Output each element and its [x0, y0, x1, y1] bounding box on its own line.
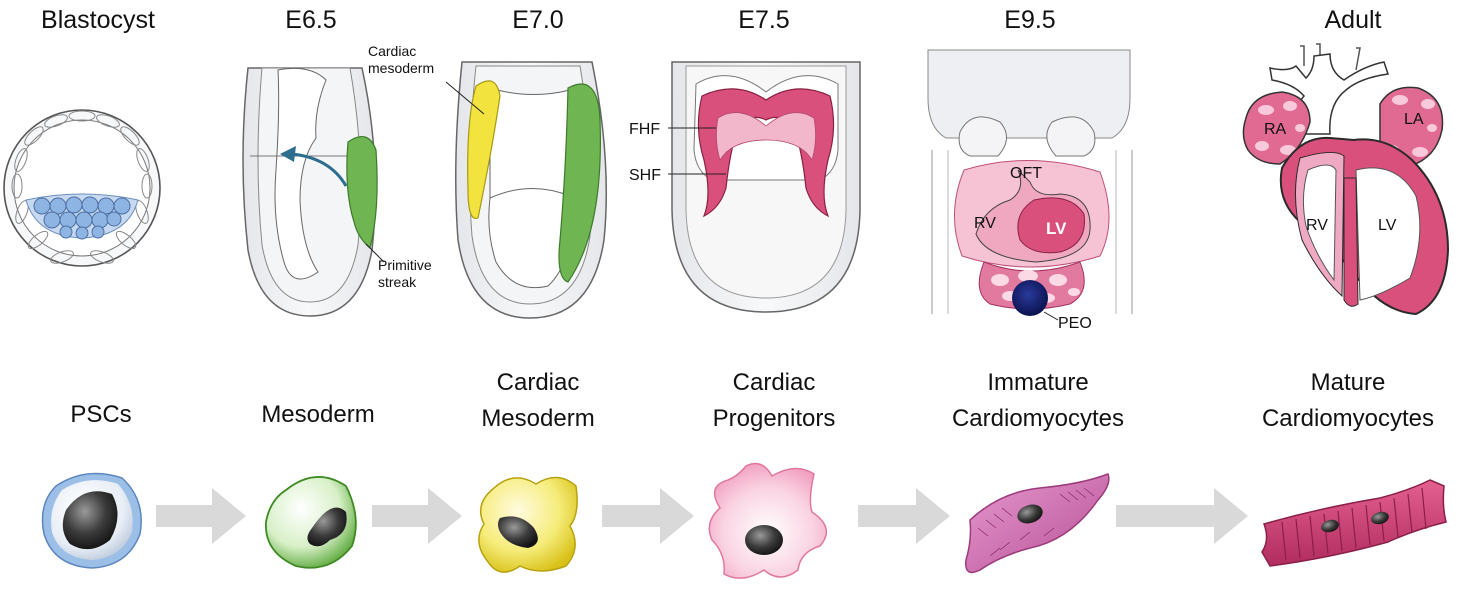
cell-immature-cardiomyocyte	[965, 473, 1110, 574]
label-primitive-streak-2: streak	[378, 274, 417, 290]
cell-title-mature-1: Mature	[1311, 369, 1386, 396]
cell-title-pscs: PSCs	[70, 401, 131, 428]
arrow-immature-to-mature	[1116, 488, 1248, 544]
arrow-pscs-to-mesoderm	[156, 488, 246, 544]
arrow-cardiac-mesoderm-to-progenitors	[602, 488, 694, 544]
cell-title-cardiac-mesoderm-2: Mesoderm	[481, 405, 594, 432]
label-lv-adult: LV	[1378, 217, 1397, 234]
e70-illustration: Cardiac mesoderm	[368, 43, 608, 319]
label-ra: RA	[1264, 121, 1287, 138]
label-cardiac-mesoderm-2: mesoderm	[368, 60, 434, 76]
stage-title-blastocyst: Blastocyst	[41, 6, 155, 34]
cell-title-mature-2: Cardiomyocytes	[1262, 405, 1434, 432]
cell-title-cardiac-progenitors-2: Progenitors	[713, 405, 836, 432]
cell-cardiac-progenitors	[708, 462, 828, 579]
label-cardiac-mesoderm-1: Cardiac	[368, 43, 416, 59]
label-rv-adult: RV	[1306, 217, 1328, 234]
arrows-group	[156, 488, 1248, 544]
label-fhf: FHF	[629, 121, 660, 138]
cell-title-immature-1: Immature	[987, 369, 1088, 396]
cell-title-mesoderm: Mesoderm	[261, 401, 374, 428]
stage-title-e75: E7.5	[738, 6, 789, 34]
adult-heart-illustration: RA LA RV LV	[1242, 43, 1450, 316]
cell-title-immature-2: Cardiomyocytes	[952, 405, 1124, 432]
stage-title-e95: E9.5	[1004, 6, 1055, 34]
e65-illustration: Primitive streak	[242, 67, 432, 317]
blastocyst-illustration	[3, 109, 161, 267]
label-shf: SHF	[629, 167, 661, 184]
label-peo: PEO	[1058, 315, 1092, 332]
e95-illustration: OFT RV LV PEO	[922, 49, 1138, 332]
cell-title-cardiac-mesoderm-1: Cardiac	[497, 369, 580, 396]
cell-mesoderm	[265, 476, 357, 569]
label-rv-e95: RV	[974, 215, 996, 232]
stage-title-adult: Adult	[1325, 6, 1382, 34]
e75-illustration: FHF SHF	[629, 61, 861, 313]
label-la: LA	[1404, 111, 1424, 128]
cell-mature-cardiomyocyte	[1261, 479, 1447, 567]
arrow-progenitors-to-immature	[858, 488, 950, 544]
cell-cardiac-mesoderm	[478, 476, 578, 573]
label-lv-e95: LV	[1046, 219, 1067, 238]
cell-pscs	[41, 472, 142, 569]
arrow-mesoderm-to-cardiac-mesoderm	[372, 488, 462, 544]
stage-title-e70: E7.0	[512, 6, 563, 34]
label-oft: OFT	[1010, 165, 1042, 182]
stage-title-e65: E6.5	[285, 6, 336, 34]
label-primitive-streak-1: Primitive	[378, 257, 432, 273]
cell-title-cardiac-progenitors-1: Cardiac	[733, 369, 816, 396]
